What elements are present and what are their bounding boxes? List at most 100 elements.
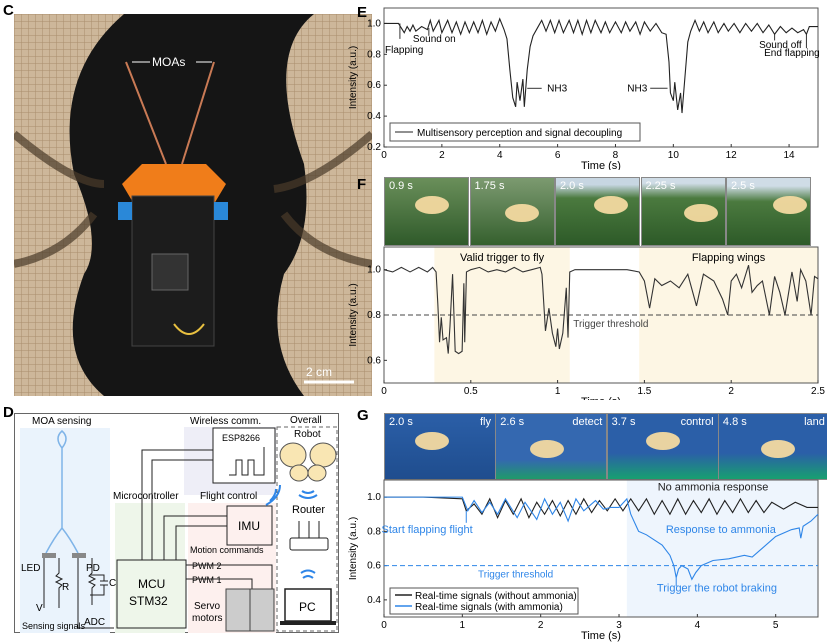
- capacitor-label: C: [109, 578, 116, 589]
- y-tick-label: 0.6: [367, 561, 381, 572]
- x-tick-label: 0: [381, 386, 387, 397]
- pc-label: PC: [299, 600, 316, 614]
- butterfly-robot-image: [415, 196, 449, 214]
- frame-time: 2.6 s: [500, 416, 525, 428]
- frame-tag: fly: [480, 416, 491, 428]
- annotation: Start flapping flight: [382, 524, 473, 536]
- frame-tag: land: [804, 416, 825, 428]
- plot-frame: [383, 479, 819, 618]
- motors-label: motors: [192, 613, 223, 624]
- scale-bar-label: 2 cm: [306, 365, 332, 379]
- frame-time: 2.25 s: [645, 180, 676, 192]
- motion-commands-label: Motion commands: [190, 545, 264, 555]
- y-tick-label: 0.4: [367, 111, 381, 122]
- mcu-label: MCU: [138, 577, 165, 591]
- annotation: NH3: [547, 83, 567, 94]
- legend-label: Real-time signals (without ammonia): [415, 591, 577, 602]
- annotation: Trigger the robot braking: [657, 582, 777, 594]
- butterfly-robot-image: [530, 440, 565, 458]
- x-tick-label: 6: [555, 150, 561, 161]
- voltage-label: V: [36, 603, 43, 614]
- y-tick-label: 0.8: [367, 310, 381, 321]
- video-frame: 0.9 s: [384, 177, 469, 246]
- y-axis-label: Intensity (a.u.): [348, 46, 359, 109]
- x-tick-label: 2: [728, 386, 734, 397]
- resistor-label: R: [62, 582, 69, 593]
- panel-f-label: F: [357, 176, 367, 193]
- x-tick-label: 3: [616, 620, 622, 631]
- robot-photo: MOAs 2 cm: [14, 14, 372, 396]
- x-tick-label: 2: [538, 620, 544, 631]
- x-tick-label: 8: [613, 150, 619, 161]
- butterfly-robot-image: [773, 196, 807, 214]
- esp8266-label: ESP8266: [222, 433, 260, 443]
- x-tick-label: 4: [497, 150, 503, 161]
- annotation: NH3: [627, 83, 647, 94]
- router-label: Router: [292, 504, 325, 516]
- shaded-region: [626, 480, 818, 617]
- flight-control-title: Flight control: [200, 491, 257, 502]
- legend-label: Multisensory perception and signal decou…: [417, 128, 622, 139]
- led-label: LED: [21, 563, 40, 574]
- pwm2-label: PWM 2: [192, 561, 222, 571]
- x-tick-label: 10: [668, 150, 680, 161]
- x-tick-label: 1: [460, 620, 466, 631]
- panel-g-label: G: [357, 407, 369, 424]
- frame-time: 1.75 s: [474, 180, 505, 192]
- panel-e-label: E: [357, 4, 368, 21]
- plot-frame: [383, 7, 819, 148]
- optical-fiber: [45, 430, 79, 554]
- adc-label: ADC: [84, 617, 105, 628]
- frame-time: 0.9 s: [389, 180, 413, 192]
- frame-time: 3.7 s: [611, 416, 636, 428]
- frame-time: 2.0 s: [560, 180, 584, 192]
- threshold-label: Trigger threshold: [573, 319, 648, 330]
- series-line: [383, 264, 819, 355]
- annotation: End flapping: [764, 48, 820, 59]
- y-tick-label: 0.6: [367, 80, 381, 91]
- threshold-label: Trigger threshold: [478, 570, 553, 581]
- butterfly-robot-image: [504, 204, 539, 222]
- frame-time: 4.8 s: [722, 416, 747, 428]
- y-tick-label: 0.8: [367, 526, 381, 537]
- x-tick-label: 0: [381, 150, 387, 161]
- robot-label: Robot: [294, 429, 321, 440]
- y-tick-label: 0.8: [367, 49, 381, 60]
- moa-sensing-title: MOA sensing: [32, 416, 91, 427]
- x-tick-label: 0.5: [464, 386, 478, 397]
- y-axis-label: Intensity (a.u.): [348, 517, 359, 580]
- pd-component: [72, 553, 86, 558]
- mcu-box: [116, 559, 187, 629]
- esp8266-box: [212, 427, 276, 484]
- y-tick-label: 0.6: [367, 355, 381, 366]
- pc-wifi-icon: [300, 569, 316, 579]
- butterfly-robot-image: [415, 432, 449, 450]
- series-line: [384, 496, 818, 520]
- antenna-left: [125, 61, 167, 165]
- series-line: [384, 496, 819, 581]
- x-tick-label: 14: [784, 150, 796, 161]
- region-label: Flapping wings: [692, 252, 766, 264]
- servo-motor-2: [249, 588, 275, 632]
- legend-box: [389, 587, 579, 615]
- right-wing: [277, 14, 372, 396]
- butterfly-icon: [279, 442, 337, 482]
- imu-box: [226, 505, 273, 546]
- y-tick-label: 1.0: [367, 492, 381, 503]
- video-frame: 4.8 s land: [717, 413, 827, 480]
- robot-head: [122, 164, 226, 204]
- system-diagram: MOA sensing Wireless comm. Microcontroll…: [14, 413, 339, 633]
- annotation: Sound on: [413, 34, 456, 45]
- x-tick-label: 4: [695, 620, 701, 631]
- overall-box: [276, 426, 338, 632]
- annotation: Sound off: [759, 40, 802, 51]
- legend-box: [389, 122, 641, 142]
- y-axis-label: Intensity (a.u.): [348, 283, 359, 346]
- x-tick-label: 12: [726, 150, 738, 161]
- left-wing: [14, 14, 124, 396]
- x-tick-label: 5: [773, 620, 779, 631]
- microcontroller-title: Microcontroller: [113, 491, 179, 502]
